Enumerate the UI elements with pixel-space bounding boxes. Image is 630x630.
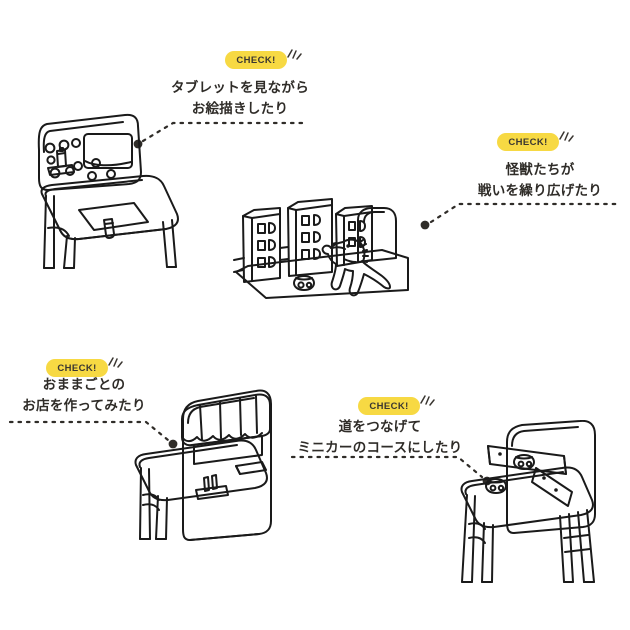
caption-line-1: おままごとの [42,377,126,392]
caption-line-2: 戦いを繰り広げたり [477,182,603,198]
badge-pill: CHECK! [497,133,559,151]
sparkle-icon [420,395,435,406]
sparkle-icon [108,357,123,368]
caption-line-1: タブレットを見ながら [171,80,309,95]
check-badge-tablet-drawing: CHECK! [225,47,309,73]
badge-pill: CHECK! [225,51,287,69]
connector-line-playing-shop [8,420,178,449]
caption-line-2: お絵描きしたり [191,100,289,116]
caption-line-1: 道をつなげて [338,419,422,434]
caption-minicar-course: 道をつなげて ミニカーのコースにしたり [290,417,470,459]
caption-tablet-drawing: タブレットを見ながら お絵描きしたり [168,78,312,120]
illustration-kids-chair-with-tablet [37,113,179,269]
check-badge-monster-battle: CHECK! [497,129,581,155]
caption-playing-shop: おままごとの お店を作ってみたり [8,375,160,417]
caption-line-2: ミニカーのコースにしたり [297,439,463,455]
check-badge-minicar-course: CHECK! [358,393,442,419]
illustration-chair-car-track [460,420,596,583]
badge-pill: CHECK! [358,397,420,415]
sparkle-icon [287,49,302,60]
illustration-city-with-dinosaur [233,198,409,299]
caption-line-2: お店を作ってみたり [22,397,146,413]
caption-monster-battle: 怪獣たちが 戦いを繰り広げたり [459,160,621,202]
badge-pill: CHECK! [46,359,108,377]
sparkle-icon [559,131,574,142]
caption-line-1: 怪獣たちが [505,162,575,177]
